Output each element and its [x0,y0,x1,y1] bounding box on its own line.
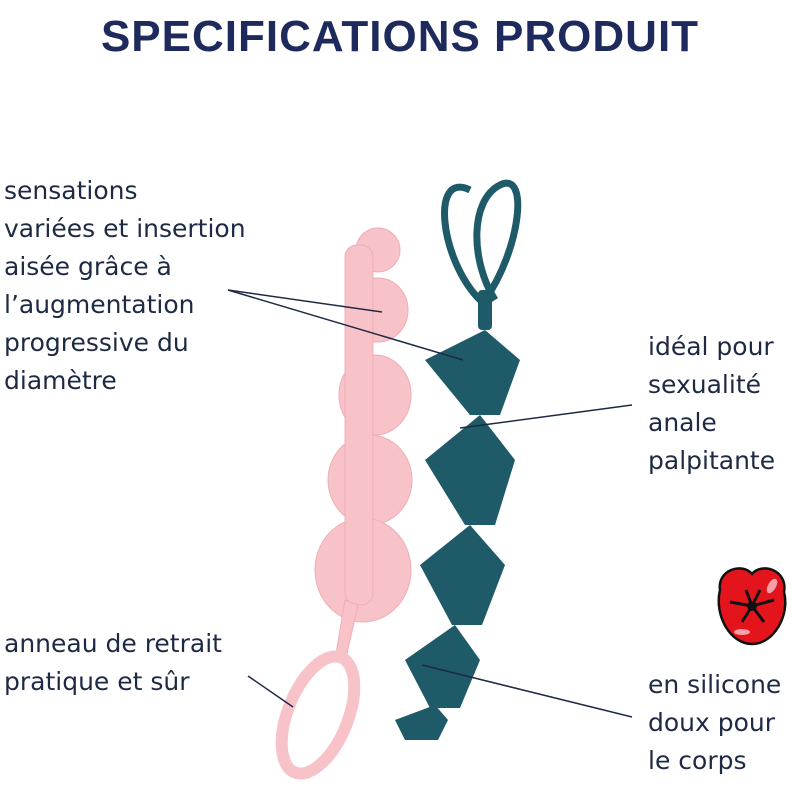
feature-line: palpitante [648,446,776,475]
page-title: SPECIFICATIONS PRODUIT [100,12,700,61]
feature-line: idéal pour [648,332,774,361]
teal-beads [395,179,522,740]
feature-line: l’augmentation [4,290,195,319]
feature-line: le corps [648,746,747,775]
feature-line: variées et insertion [4,214,246,243]
feature-line: pratique et sûr [4,667,190,696]
lips-logo-icon [717,567,787,646]
feature-line: anneau de retrait [4,629,222,658]
feature-line: sexualité [648,370,762,399]
feature-line: en silicone [648,670,782,699]
feature-anal: idéal pour sexualité anale palpitante [648,328,775,480]
leader-lines [227,289,633,718]
feature-line: sensations [4,176,138,205]
feature-line: diamètre [4,366,117,395]
feature-line: anale [648,408,717,437]
feature-silicone: en silicone doux pour le corps [648,666,781,780]
feature-line: doux pour [648,708,776,737]
feature-retrieval-ring: anneau de retrait pratique et sûr [4,625,222,701]
feature-progressive-diameter: sensations variées et insertion aisée gr… [4,172,246,400]
feature-line: aisée grâce à [4,252,172,281]
pink-beads [275,227,413,780]
feature-line: progressive du [4,328,189,357]
